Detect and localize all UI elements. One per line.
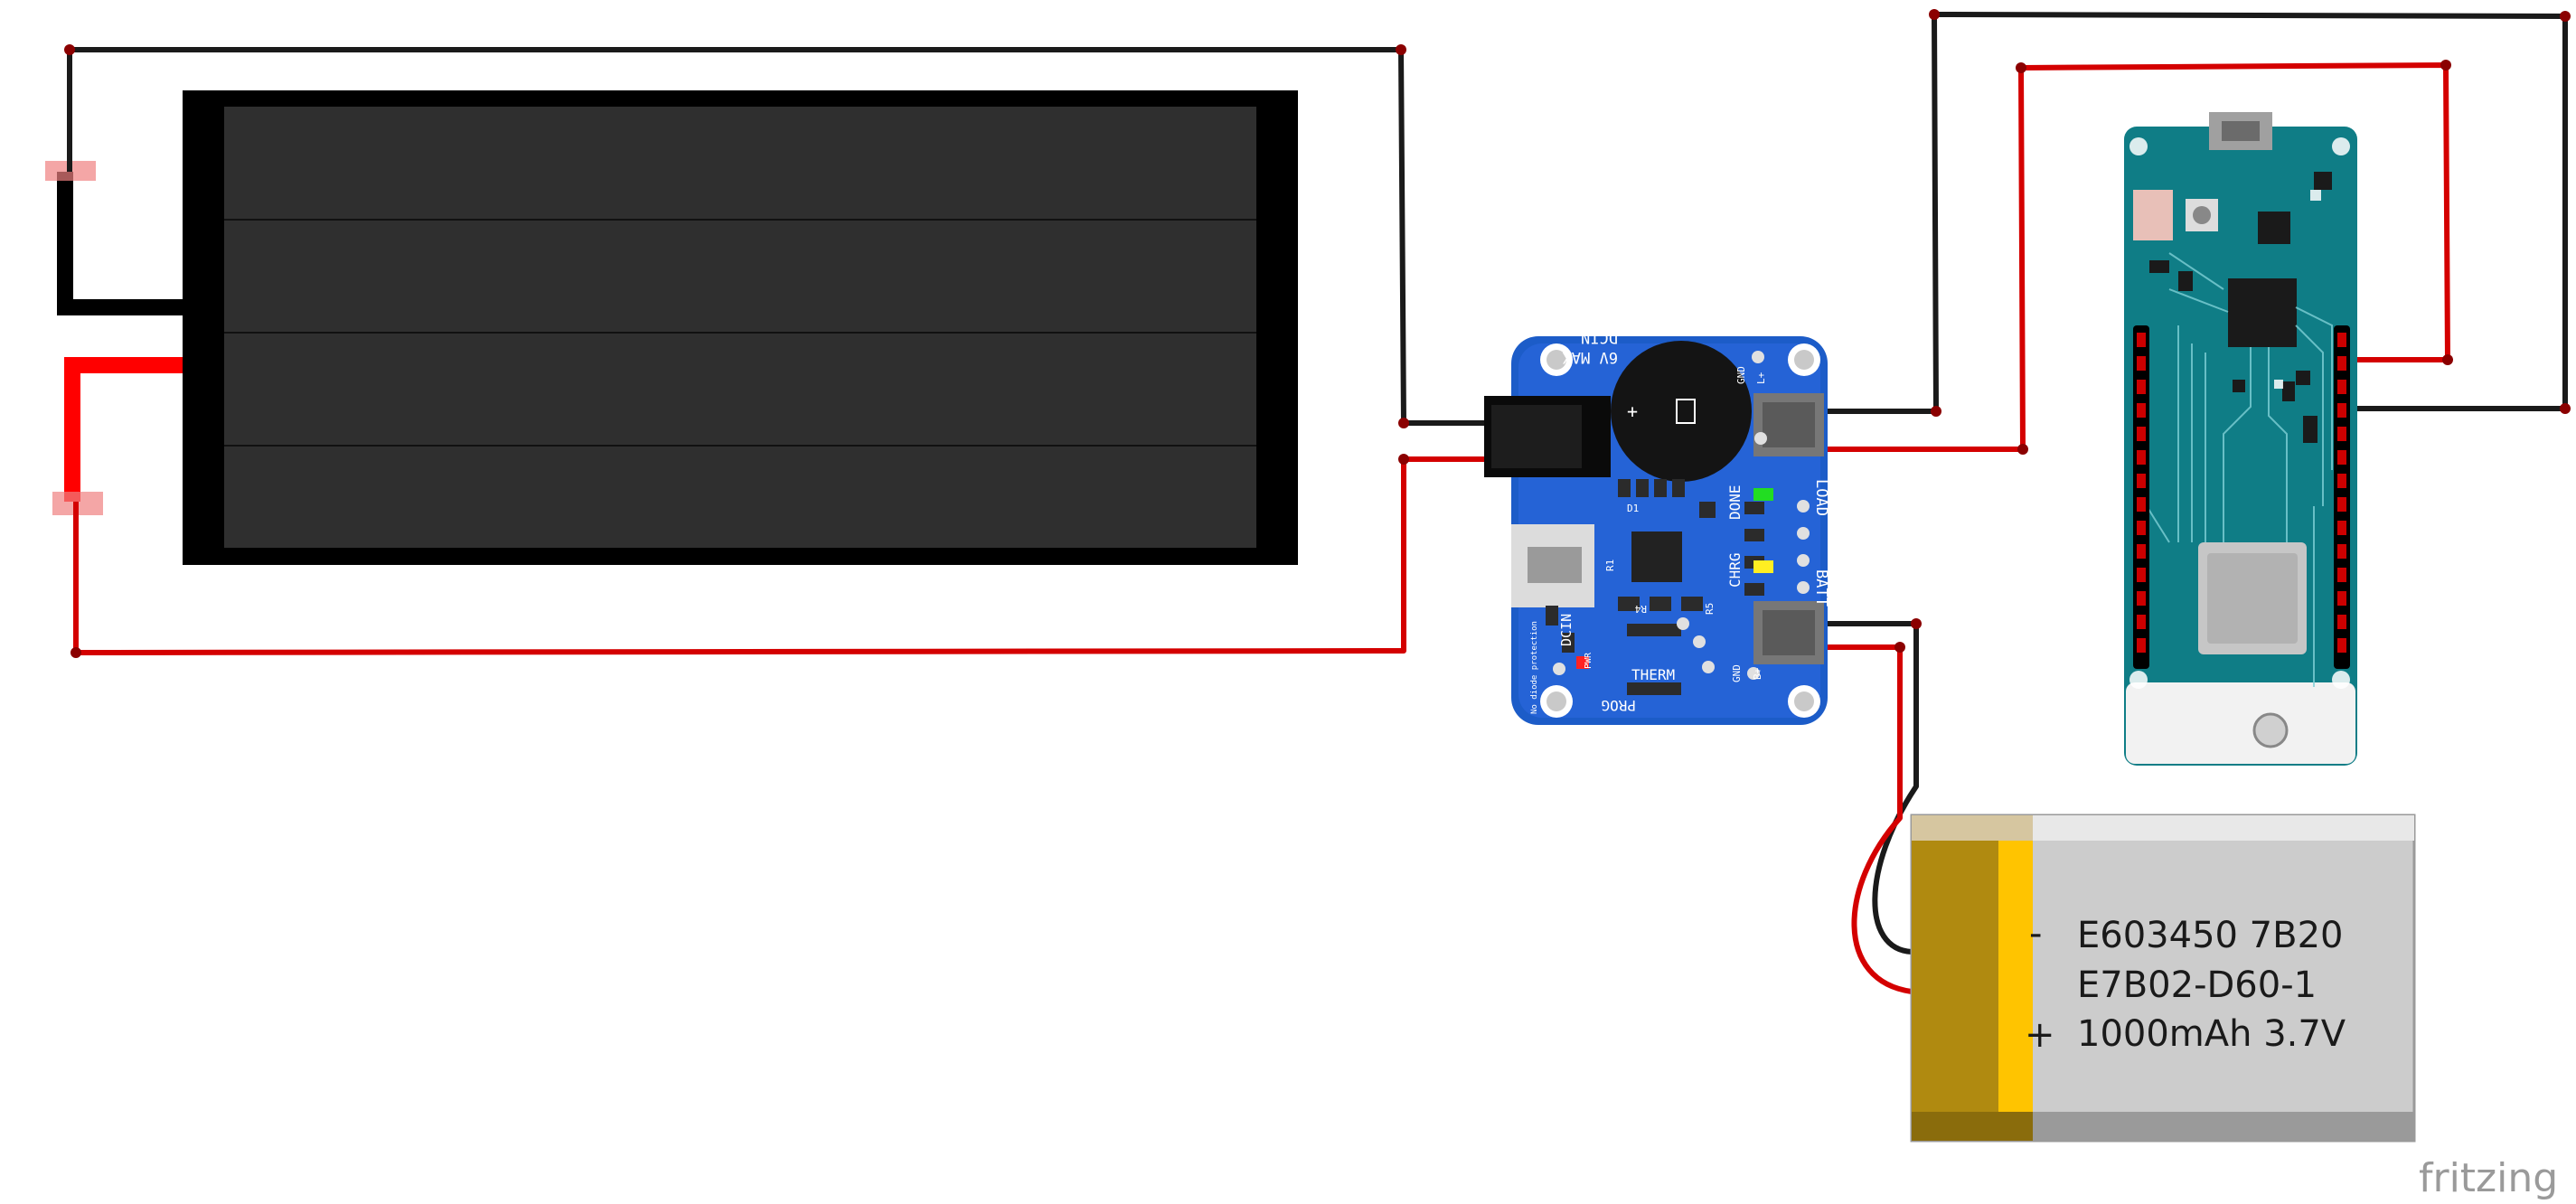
header-pin: [2337, 333, 2346, 347]
header-pin: [2337, 615, 2346, 629]
silk-note: No diode protection: [1530, 621, 1539, 714]
silk-r5: R5: [1704, 603, 1716, 615]
header-pin: [2137, 638, 2146, 653]
header-pin: [2337, 427, 2346, 441]
silk-prog: PROG: [1601, 697, 1636, 714]
wire-panel-positive: [73, 456, 1537, 655]
header-pin: [2137, 356, 2146, 371]
done-led: [1753, 488, 1773, 501]
header-pin: [2137, 474, 2146, 488]
header-pin: [2137, 544, 2146, 559]
fritzing-watermark: fritzing: [2419, 1155, 2558, 1201]
solar-panel: [45, 90, 1298, 565]
header-pin: [2137, 380, 2146, 394]
header-pin: [2137, 591, 2146, 606]
silk-l-plus: L+: [1755, 372, 1767, 384]
silk-r4: R4: [1634, 603, 1647, 615]
chrg-led: [1753, 560, 1773, 573]
header-pin: [2337, 591, 2346, 606]
panel-positive-lead: [64, 357, 183, 502]
charger-board: 6V MAX DCIN LOAD BATT DONE CHRG THERM PR…: [1484, 328, 1830, 725]
header-pin: [2137, 497, 2146, 512]
header-pin: [2337, 356, 2346, 371]
silk-max: 6V MAX: [1562, 348, 1618, 366]
silk-d1: D1: [1627, 503, 1639, 514]
header-pin: [2137, 521, 2146, 535]
header-pin: [2137, 615, 2146, 629]
silk-gnd-top: GND: [1735, 366, 1747, 384]
header-pin: [2337, 450, 2346, 465]
silk-batt: BATT: [1812, 569, 1830, 607]
wire-batt-ground: [1788, 621, 1930, 955]
header-pin: [2337, 497, 2346, 512]
battery-label-line1: E603450 7B20: [2077, 915, 2343, 956]
battery-minus: -: [2029, 913, 2042, 955]
lipo-battery: - + E603450 7B20 E7B02-D60-1 1000mAh 3.7…: [1910, 814, 2416, 1143]
silk-cap-plus: +: [1627, 400, 1638, 422]
silk-b-plus: B+: [1752, 667, 1763, 680]
header-pin: [2337, 380, 2346, 394]
capacitor: [1611, 341, 1752, 482]
header-pin: [2137, 403, 2146, 418]
header-pin: [2337, 544, 2346, 559]
silk-load: LOAD: [1812, 479, 1830, 516]
battery-label-line2: E7B02-D60-1: [2077, 964, 2317, 1006]
header-pin: [2337, 568, 2346, 582]
wire-load-positive: [1788, 62, 2450, 452]
microcontroller-board: [2124, 112, 2357, 766]
silk-pwr: PWR: [1584, 652, 1594, 669]
silk-gnd-bottom: GND: [1731, 664, 1743, 682]
silk-dcin-top: DCIN: [1581, 328, 1618, 346]
silk-r1: R1: [1604, 560, 1616, 571]
wires: [64, 9, 2571, 994]
header-pin: [2337, 403, 2346, 418]
header-pin: [2137, 568, 2146, 582]
header-pin: [2137, 450, 2146, 465]
wire-batt-positive: [1788, 644, 1930, 994]
silk-done: DONE: [1726, 484, 1744, 520]
header-pin: [2137, 333, 2146, 347]
battery-label-line3: 1000mAh 3.7V: [2077, 1013, 2346, 1055]
silk-therm: THERM: [1631, 666, 1675, 683]
header-pin: [2137, 427, 2146, 441]
pwr-led: [1576, 656, 1589, 669]
silk-dcin-side: DCIN: [1558, 614, 1575, 646]
header-pin: [2337, 474, 2346, 488]
silk-chrg: CHRG: [1726, 552, 1744, 588]
battery-plus: +: [2025, 1014, 2055, 1056]
header-pin: [2337, 521, 2346, 535]
charger-ic: [1631, 531, 1682, 582]
main-mcu: [2228, 278, 2297, 347]
header-pin: [2337, 638, 2346, 653]
wire-load-ground: [1788, 12, 2568, 414]
panel-ground-lead: [57, 172, 183, 315]
